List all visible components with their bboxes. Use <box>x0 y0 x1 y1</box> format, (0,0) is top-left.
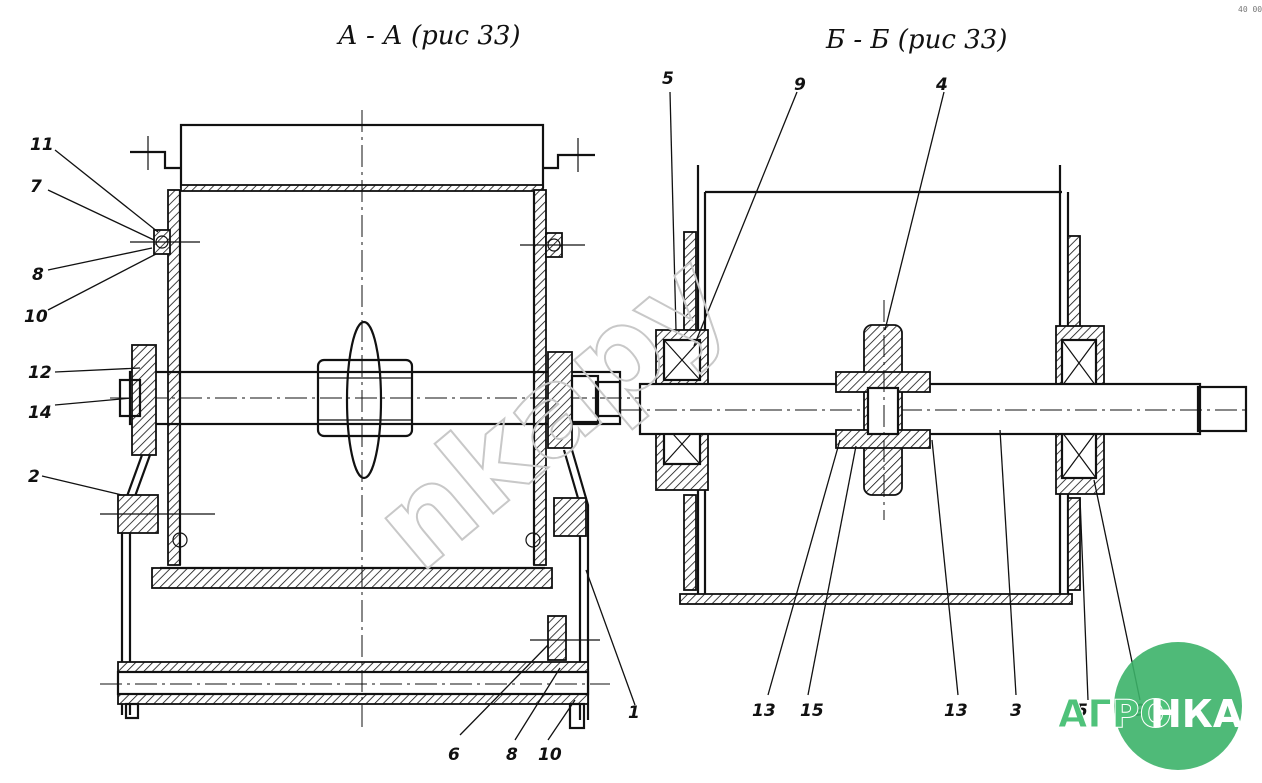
callout-label: 8 <box>506 745 518 765</box>
callout-label: 11 <box>30 135 54 155</box>
callout-label: 8 <box>32 265 44 285</box>
callout-label: 10 <box>538 745 562 765</box>
callout-label: 14 <box>28 403 52 423</box>
callout-label: 5 <box>1076 701 1088 721</box>
callout-label: 6 <box>448 745 460 765</box>
section-b-view <box>620 165 1250 605</box>
logo-circle <box>1114 642 1242 770</box>
callout-label: 13 <box>944 701 968 721</box>
callout-label: 7 <box>30 177 42 197</box>
corner-mark: 40 008 <box>1238 5 1262 14</box>
logo-text-left: АГРО <box>1058 692 1172 736</box>
callout-label: 3 <box>1010 701 1022 721</box>
callout-label: 13 <box>752 701 776 721</box>
section-title-a: А - А (рис 33) <box>336 21 521 51</box>
callout-label: 15 <box>800 701 824 721</box>
section-a-view <box>100 110 640 730</box>
section-a-callouts: 11 7 8 10 12 14 2 6 8 10 1 <box>24 135 640 765</box>
callout-label: 1 <box>628 703 640 723</box>
section-a-leaders <box>41 149 636 741</box>
logo-text-right: НКА <box>1150 692 1243 736</box>
callout-label: 12 <box>28 363 52 383</box>
section-title-b: Б - Б (рис 33) <box>825 25 1007 55</box>
callout-label: 10 <box>24 307 48 327</box>
callout-label: 5 <box>662 69 674 89</box>
callout-label: 4 <box>935 75 948 95</box>
agronka-logo: АГРО НКА <box>1058 642 1243 770</box>
callout-label: 9 <box>794 75 806 95</box>
callout-label: 2 <box>28 467 40 487</box>
